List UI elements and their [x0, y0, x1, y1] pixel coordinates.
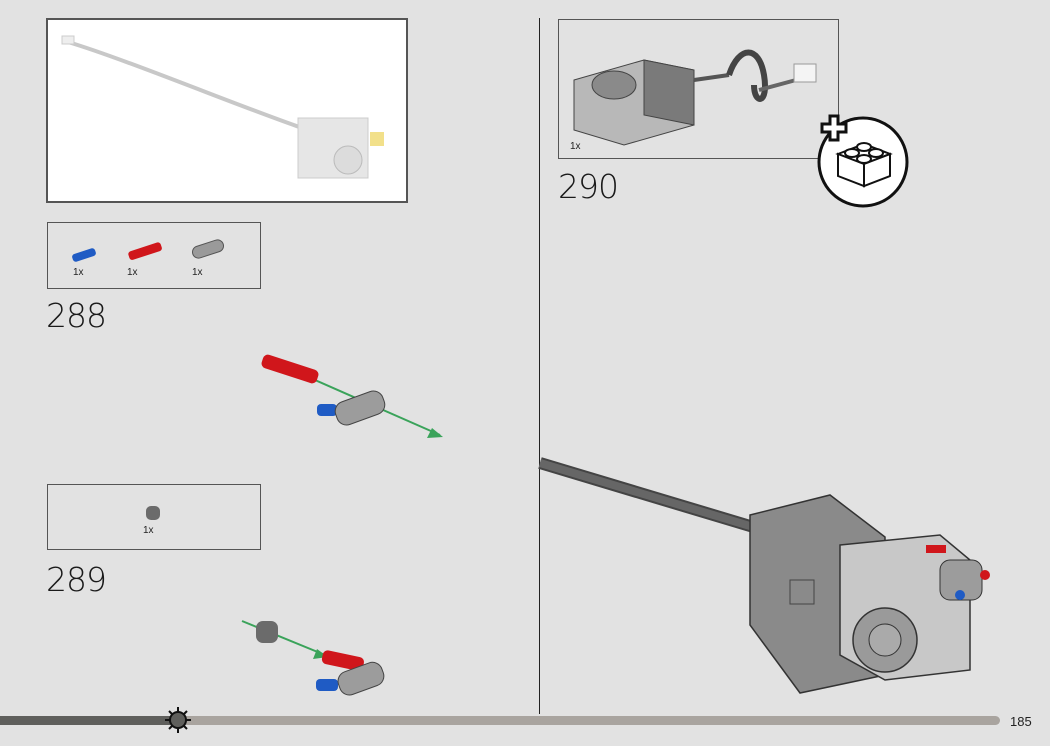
- motor-with-cable-image: [61, 35, 384, 179]
- add-new-part-icon: [817, 114, 909, 208]
- page-divider: [539, 18, 540, 714]
- page-number: 185: [1010, 714, 1032, 729]
- progress-done: [0, 716, 170, 725]
- blue-pin-icon: [72, 248, 96, 262]
- part-qty: 1x: [192, 267, 203, 278]
- step-number-289: 289: [46, 560, 107, 599]
- motor-part-icon: [573, 49, 817, 146]
- red-pin-icon: [128, 242, 162, 260]
- step-288-assembly: [261, 354, 443, 438]
- step-number-290: 290: [558, 167, 619, 206]
- parts-list-290: 1x: [558, 19, 839, 159]
- part-qty: 1x: [570, 141, 581, 152]
- gray-bush-icon: [146, 506, 160, 520]
- part-qty: 1x: [73, 267, 84, 278]
- step-289-assembly: [241, 620, 385, 696]
- parts-list-288: 1x 1x 1x: [47, 222, 261, 289]
- gray-beam-icon: [191, 239, 225, 259]
- part-qty: 1x: [143, 525, 154, 536]
- progress-track: [0, 716, 1000, 725]
- progress-gear-icon: [165, 707, 191, 733]
- submodel-callout: [46, 18, 408, 203]
- step-290-assembly: [538, 457, 990, 694]
- parts-list-289: 1x: [47, 484, 261, 550]
- step-number-288: 288: [46, 296, 107, 335]
- part-qty: 1x: [127, 267, 138, 278]
